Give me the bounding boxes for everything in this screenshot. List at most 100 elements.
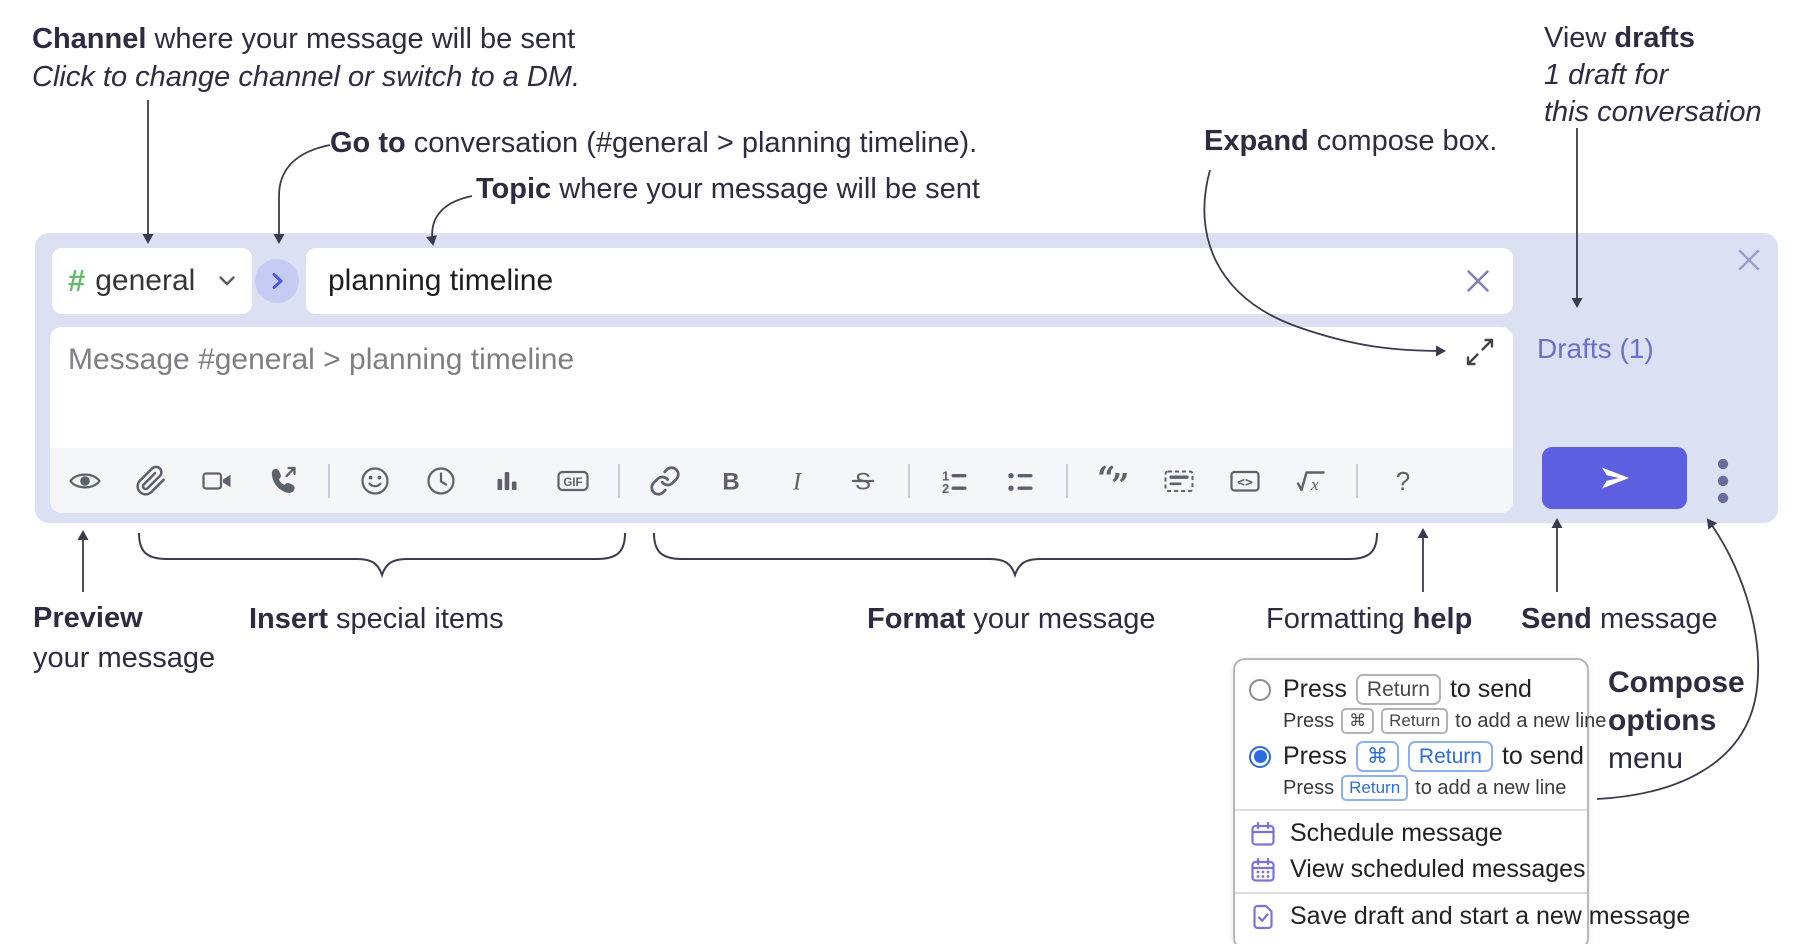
link-icon [650, 465, 680, 496]
compose-toolbar: GIF B [50, 448, 1513, 513]
bulleted-list-button[interactable] [1004, 464, 1038, 498]
svg-text:2: 2 [942, 481, 949, 496]
calendar-grid-icon [1251, 857, 1275, 882]
drafts-link[interactable]: Drafts (1) [1537, 333, 1654, 364]
svg-text:<>: <> [1237, 475, 1253, 490]
gif-label: GIF [563, 476, 582, 488]
return-to-send-hint: Press ⌘ Return to add a new line [1283, 708, 1606, 734]
bold-button[interactable]: B [714, 464, 748, 498]
channel-note-italic: Click to change channel or switch to a D… [32, 61, 581, 93]
strikethrough-button[interactable]: S [846, 464, 880, 498]
spoiler-button[interactable] [1162, 464, 1196, 498]
toolbar-divider [1356, 463, 1358, 498]
toolbar-divider [618, 463, 620, 498]
kebab-icon [1717, 458, 1729, 504]
channel-note: Channel where your message will be sent … [32, 20, 580, 96]
cmd-key: ⌘ [1341, 708, 1375, 734]
view-scheduled-messages-item[interactable]: View scheduled messages [1249, 855, 1586, 884]
bold-icon: B [722, 468, 739, 495]
topic-value: planning timeline [328, 264, 554, 297]
expand-compose-button[interactable] [1463, 335, 1497, 369]
expand-icon [1466, 338, 1494, 366]
cmd-return-to-send-hint: Press Return to add a new line [1283, 775, 1573, 801]
italic-icon: I [792, 468, 803, 495]
numbered-list-icon: 1 2 [942, 468, 967, 496]
calendar-icon [1251, 821, 1275, 846]
format-brace [653, 532, 1378, 579]
emoji-button[interactable] [358, 464, 392, 498]
video-camera-icon [202, 471, 231, 490]
hash-icon: # [68, 263, 86, 298]
phone-call-icon [271, 466, 296, 493]
return-key: Return [1407, 741, 1493, 772]
radio-selected[interactable] [1249, 745, 1271, 768]
strikethrough-icon: S [851, 468, 875, 495]
topic-input[interactable]: planning timeline [306, 248, 1513, 314]
message-formatting-help-button[interactable]: ? [1386, 464, 1420, 498]
add-video-call-button[interactable] [200, 464, 234, 498]
preview-message-button[interactable] [68, 464, 102, 498]
menu-divider [1235, 892, 1587, 894]
code-button[interactable]: <> [1228, 464, 1262, 498]
menu-divider [1235, 809, 1587, 811]
toolbar-divider [908, 463, 910, 498]
eye-icon [69, 473, 101, 488]
save-draft-icon [1253, 904, 1273, 929]
compose-box: # general planning timeline [35, 233, 1778, 523]
send-note: Send message [1521, 603, 1718, 635]
schedule-message-item[interactable]: Schedule message [1249, 819, 1573, 848]
svg-text:I: I [792, 468, 803, 495]
italic-button[interactable]: I [780, 464, 814, 498]
topic-note: Topic where your message will be sent [476, 173, 980, 205]
return-to-send-option[interactable]: Press Return to send [1249, 674, 1573, 705]
insert-brace [138, 532, 626, 579]
toolbar-divider [1066, 463, 1068, 498]
send-button[interactable] [1542, 447, 1687, 509]
preview-note: Preview your message [33, 602, 216, 674]
save-draft-item[interactable]: Save draft and start a new message [1249, 902, 1690, 931]
gif-icon: GIF [557, 470, 589, 491]
numbered-list-button[interactable]: 1 2 [938, 464, 972, 498]
clear-icon [1467, 270, 1489, 292]
toolbar-divider [328, 463, 330, 498]
formatting-help-note: Formatting help [1266, 603, 1473, 635]
bulleted-list-icon [1008, 472, 1033, 491]
expand-note: Expand compose box. [1204, 125, 1498, 157]
quote-icon: “ ” [1097, 464, 1129, 498]
channel-note-bold: Channel [32, 23, 147, 55]
cmd-return-to-send-option[interactable]: Press ⌘ Return to send [1249, 741, 1584, 772]
compose-options-button[interactable] [1707, 453, 1739, 509]
return-key: Return [1381, 708, 1449, 734]
quote-button[interactable]: “ ” [1096, 464, 1130, 498]
question-mark-icon: ? [1396, 466, 1410, 496]
channel-select-button[interactable]: # general [52, 248, 252, 314]
add-voice-call-button[interactable] [266, 464, 300, 498]
topic-clear-button[interactable] [1465, 268, 1491, 294]
go-to-conversation-button[interactable] [255, 259, 299, 303]
channel-name: general [95, 264, 196, 297]
link-button[interactable] [648, 464, 682, 498]
message-input[interactable]: Message #general > planning timeline [68, 343, 575, 376]
compose-options-menu: Press Return to send Press ⌘ Return to a… [1233, 658, 1690, 944]
math-icon: x [1296, 470, 1325, 494]
math-button[interactable]: x [1294, 464, 1328, 498]
add-gif-button[interactable]: GIF [556, 464, 590, 498]
attach-file-button[interactable] [134, 464, 168, 498]
chevron-right-icon [272, 273, 283, 289]
view-drafts-note: View drafts 1 draft for this conversatio… [1544, 22, 1762, 128]
close-compose-button[interactable] [1730, 241, 1768, 279]
svg-text:“: “ [1097, 464, 1115, 497]
spoiler-icon [1164, 470, 1194, 492]
bar-chart-icon [497, 471, 517, 490]
radio-unselected[interactable] [1249, 678, 1271, 701]
add-poll-button[interactable] [490, 464, 524, 498]
format-note: Format your message [867, 603, 1156, 635]
paperclip-icon [136, 465, 165, 496]
add-global-time-button[interactable] [424, 464, 458, 498]
compose-options-note: Compose options menu [1608, 666, 1745, 775]
cmd-key: ⌘ [1355, 741, 1399, 772]
code-icon: <> [1230, 470, 1260, 492]
chevron-down-icon [219, 276, 235, 286]
close-icon [1738, 249, 1760, 271]
